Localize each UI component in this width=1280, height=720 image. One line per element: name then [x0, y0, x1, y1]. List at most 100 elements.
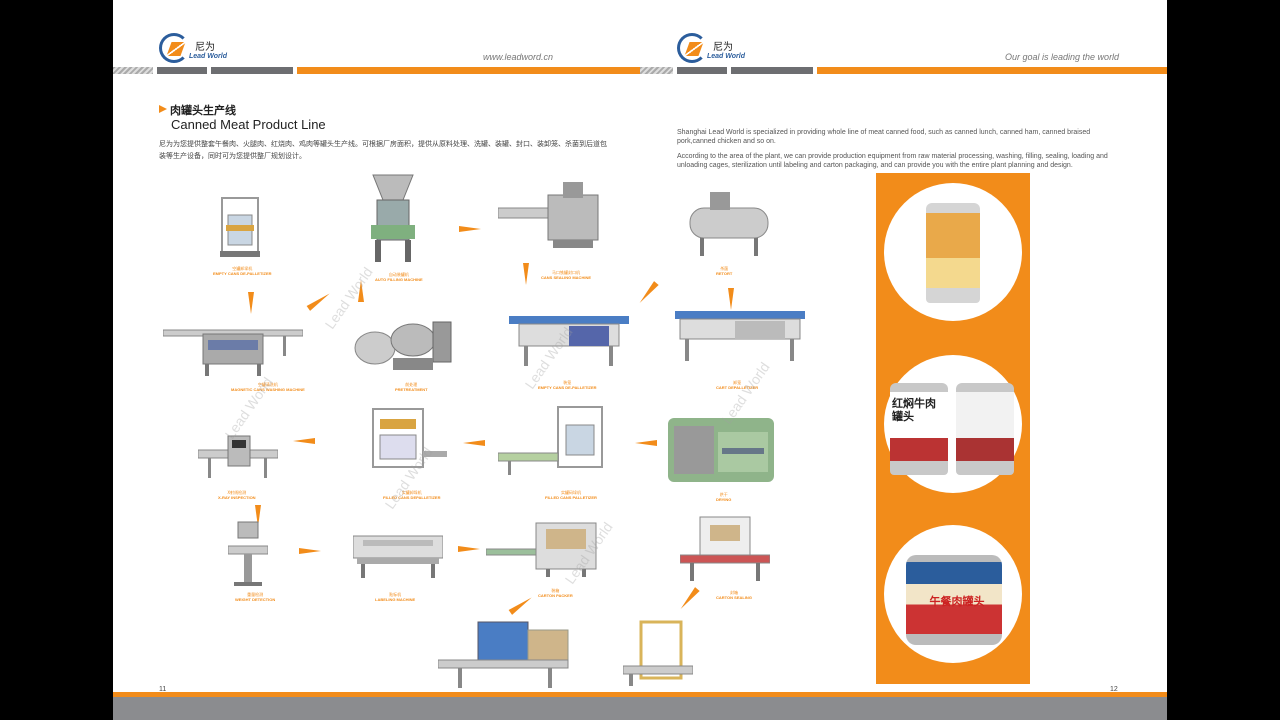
- logo-en-text-right: Lead World: [707, 53, 745, 60]
- company-logo-right: 尼为 Lead World: [677, 33, 757, 65]
- cage-loader-icon: [509, 316, 629, 366]
- machine-cart-depalletizer: [675, 305, 805, 363]
- machine-filled-cans-depalletizer: [368, 405, 448, 477]
- weight-detector-icon: [228, 521, 268, 586]
- logo-icon-right: [677, 33, 707, 63]
- machine-filled-cans-palletizer: [498, 405, 608, 477]
- pallet-frame-icon: [623, 620, 693, 686]
- machine-carton-sealing: [680, 515, 770, 585]
- flow-arrow-down-icon-2: [523, 263, 529, 285]
- case-erector-icon: [438, 621, 569, 688]
- section-title-en: Canned Meat Product Line: [171, 117, 326, 132]
- drying-machine-icon: [674, 426, 768, 474]
- flow-arrow-left-icon: [293, 438, 315, 444]
- logo-cn-text-right: 尼为: [713, 42, 733, 53]
- header-grey-bar-2: [211, 67, 293, 74]
- header-hatch-bar: [113, 67, 153, 74]
- carton-sealing-icon: [680, 516, 770, 581]
- flow-arrow-down-icon-3: [255, 505, 261, 527]
- washing-machine-icon: [163, 329, 303, 376]
- product-showcase-panel: 红焖牛肉罐头 午餐肉罐头: [876, 173, 1030, 684]
- header-grey-bar-right-2: [731, 67, 813, 74]
- machine-empty-cans-depalletizer: [216, 195, 264, 260]
- right-page: 尼为 Lead World Our goal is leading the wo…: [635, 0, 1167, 720]
- flow-arrow-down-icon: [248, 292, 254, 314]
- title-arrow-icon: [159, 105, 167, 113]
- product-circle-1: [884, 183, 1022, 321]
- flow-arrow-down-icon-4: [728, 288, 734, 310]
- flow-arrow-left-icon-3: [635, 440, 657, 446]
- retort-icon: [689, 192, 769, 256]
- cart-depalletizer-icon: [675, 311, 805, 361]
- pretreatment-icon: [354, 321, 452, 370]
- machine-palletizer-frame: [623, 620, 693, 688]
- company-logo: 尼为 Lead World: [159, 33, 239, 65]
- canned-beef-image: 红焖牛肉罐头: [890, 383, 948, 475]
- page-number-left: 11: [159, 686, 167, 693]
- machine-case-erector: [438, 620, 578, 690]
- header-grey-bar-1: [157, 67, 207, 74]
- carton-packer-icon: [486, 522, 597, 577]
- logo-icon: [159, 33, 189, 63]
- watermark-text-6: Lead World: [718, 359, 773, 427]
- header-hatch-bar-right: [640, 67, 673, 74]
- sealing-machine-icon: [498, 182, 599, 248]
- brochure-spread: 尼为 Lead World www.leadword.cn 肉罐头生产线 Can…: [113, 0, 1167, 720]
- flow-arrow-right-icon-2: [299, 548, 321, 554]
- machine-cage-loader: [509, 308, 629, 368]
- depalletizer-2-icon: [372, 408, 447, 468]
- footer-orange-bar: [113, 692, 1167, 697]
- header-orange-bar-right: [817, 67, 1167, 74]
- machine-magnetic-washing: [163, 320, 303, 378]
- flow-arrow-diagonal-icon-3: [637, 281, 659, 305]
- filling-machine-icon: [371, 174, 415, 262]
- machine-cans-sealing: [498, 180, 608, 252]
- machine-weight-detection: [228, 520, 268, 588]
- flow-arrow-diagonal-icon-2: [508, 595, 534, 615]
- machine-xray: [198, 432, 278, 480]
- description-en-2: According to the area of the plant, we c…: [677, 153, 1108, 169]
- header-grey-bar-right-1: [677, 67, 727, 74]
- header-orange-bar: [297, 67, 640, 74]
- machine-auto-filling: [363, 170, 423, 265]
- canned-luncheon-image: 午餐肉罐头: [906, 555, 1002, 645]
- labeling-machine-icon: [353, 535, 443, 578]
- logo-cn-text: 尼为: [195, 42, 215, 53]
- description-en-1: Shanghai Lead World is specialized in pr…: [677, 129, 1091, 145]
- description-cn: 尼为为您提供整套午餐肉、火腿肉、红烧肉、鸡肉等罐头生产线。可根据厂房面积，提供从…: [159, 140, 607, 160]
- machine-carton-packer: [486, 515, 606, 577]
- page-number-right: 12: [1110, 686, 1118, 693]
- machine-labeling: [353, 530, 443, 580]
- flow-arrow-up-icon: [358, 280, 364, 302]
- machine-drying: [668, 418, 774, 482]
- flow-arrow-right-icon-3: [458, 546, 480, 552]
- flow-arrow-right-icon: [459, 226, 481, 232]
- header-url: www.leadword.cn: [483, 52, 554, 62]
- xray-icon: [198, 435, 278, 478]
- footer-grey-bar: [113, 697, 1167, 720]
- depalletizer-icon: [220, 197, 260, 257]
- machine-pretreatment: [353, 318, 453, 376]
- logo-en-text: Lead World: [189, 53, 227, 60]
- canned-beef-image-2: [956, 383, 1014, 475]
- product-circle-2: 红焖牛肉罐头: [884, 355, 1022, 493]
- beef-can-label: 红焖牛肉罐头: [892, 397, 936, 423]
- flow-arrow-diagonal-icon: [306, 291, 332, 311]
- product-circle-3: 午餐肉罐头: [884, 525, 1022, 663]
- title-cn-text: 肉罐头生产线: [170, 104, 236, 117]
- header-slogan: Our goal is leading the world: [1005, 52, 1120, 62]
- machine-retort: [680, 190, 780, 260]
